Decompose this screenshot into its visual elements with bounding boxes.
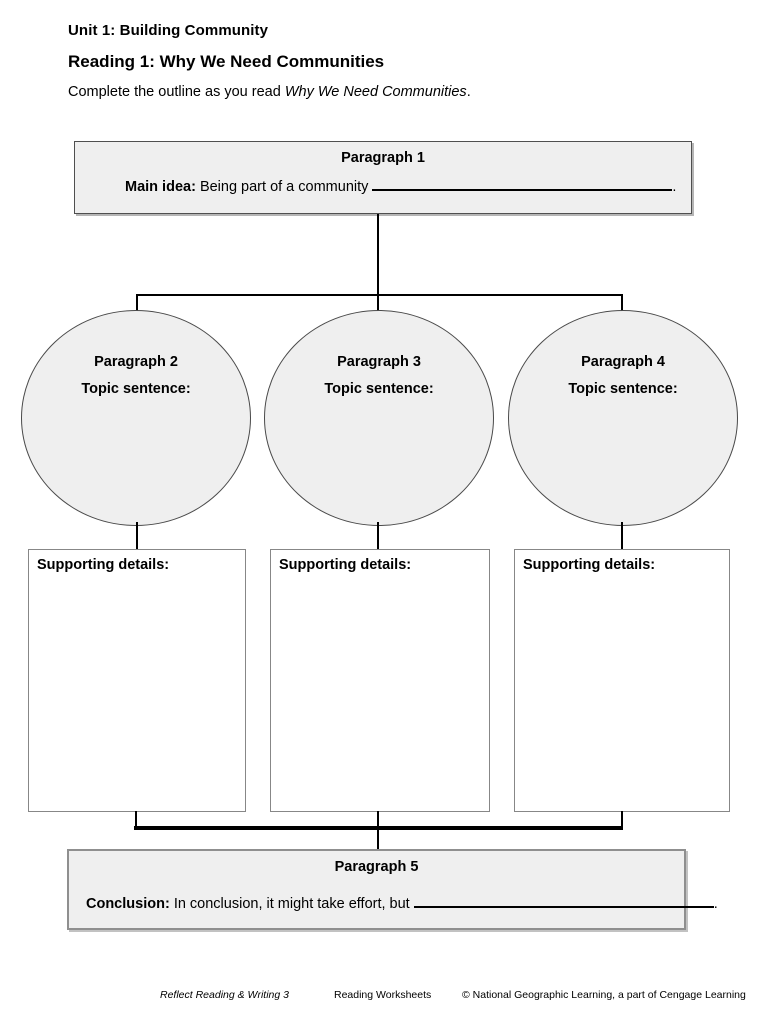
supporting-details-box-2[interactable]: Supporting details: (270, 549, 490, 812)
connector-line (136, 294, 623, 296)
supporting-details-box-1[interactable]: Supporting details: (28, 549, 246, 812)
connector-line-thick (134, 826, 623, 830)
conclusion-label: Conclusion: (86, 896, 170, 912)
conclusion-blank[interactable] (413, 893, 714, 908)
paragraph5-box: Paragraph 5 Conclusion: In conclusion, i… (67, 849, 718, 930)
connector-line (377, 214, 379, 311)
paragraph2-circle[interactable]: Paragraph 2 Topic sentence: (21, 310, 251, 526)
conclusion-period: . (713, 896, 718, 912)
supporting-details-label: Supporting details: (523, 557, 656, 573)
connector-line (135, 811, 137, 828)
instructions-prefix: Complete the outline as you read (68, 84, 285, 100)
supporting-details-label: Supporting details: (279, 557, 412, 573)
footer-section: Reading Worksheets (334, 989, 432, 1001)
paragraph5-title: Paragraph 5 (334, 859, 419, 875)
reading-title: Reading 1: Why We Need Communities (68, 52, 385, 71)
conclusion-prompt: In conclusion, it might take effort, but (173, 896, 410, 912)
unit-title: Unit 1: Building Community (68, 22, 269, 39)
main-idea-row: Main idea: Being part of a community . (75, 176, 691, 195)
connector-line (621, 522, 623, 550)
paragraph3-title: Paragraph 3 (337, 354, 421, 370)
main-idea-label: Main idea: (125, 179, 196, 195)
connector-line (621, 294, 623, 312)
main-idea-prompt: Being part of a community (199, 179, 369, 195)
supporting-details-label: Supporting details: (37, 557, 170, 573)
footer-copyright: © National Geographic Learning, a part o… (462, 989, 746, 1001)
paragraph1-title: Paragraph 1 (341, 150, 425, 166)
instructions-reading-name: Why We Need Communities (284, 84, 467, 100)
connector-line (136, 294, 138, 312)
paragraph1-box: Paragraph 1 Main idea: Being part of a c… (74, 141, 692, 214)
main-idea-blank[interactable] (372, 176, 673, 191)
paragraph4-circle[interactable]: Paragraph 4 Topic sentence: (508, 310, 738, 526)
paragraph4-topic-label: Topic sentence: (568, 381, 678, 397)
paragraph4-title: Paragraph 4 (581, 354, 665, 370)
paragraph3-circle[interactable]: Paragraph 3 Topic sentence: (264, 310, 494, 526)
footer-book-title: Reflect Reading & Writing 3 (160, 989, 289, 1001)
paragraph2-title: Paragraph 2 (94, 354, 178, 370)
supporting-details-box-3[interactable]: Supporting details: (514, 549, 730, 812)
paragraph2-topic-label: Topic sentence: (81, 381, 191, 397)
connector-line (377, 522, 379, 550)
connector-line (136, 522, 138, 550)
paragraph3-topic-label: Topic sentence: (324, 381, 434, 397)
main-idea-period: . (672, 179, 677, 195)
conclusion-row: Conclusion: In conclusion, it might take… (69, 893, 718, 912)
instructions: Complete the outline as you read Why We … (68, 84, 471, 100)
instructions-suffix: . (466, 84, 471, 100)
connector-line (377, 811, 379, 850)
connector-line (621, 811, 623, 828)
